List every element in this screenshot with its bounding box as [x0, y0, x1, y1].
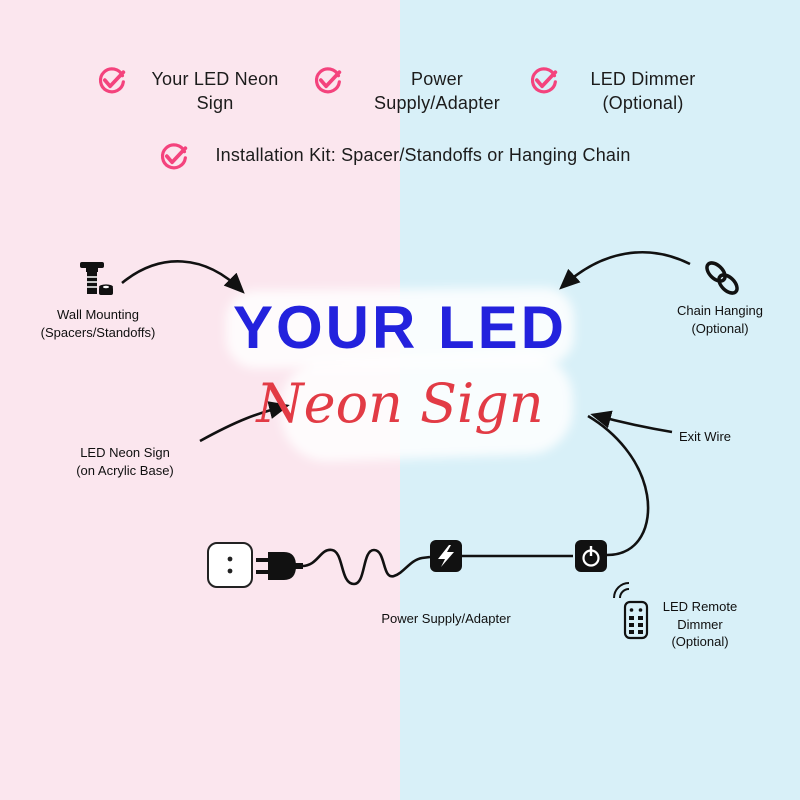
check-icon: [160, 143, 188, 170]
led-neon-sign-label: LED Neon Sign (on Acrylic Base): [76, 445, 174, 478]
checklist-label: LED Dimmer (Optional): [590, 69, 696, 113]
checklist-label: Installation Kit: Spacer/Standoffs or Ha…: [215, 145, 631, 165]
checklist-item-neon-sign: Your LED Neon Sign: [96, 67, 294, 116]
checklist-label: Power Supply/Adapter: [374, 69, 500, 113]
wall-mounting-label: Wall Mounting (Spacers/Standoffs): [40, 307, 156, 340]
sign-subtitle: Neon Sign: [256, 372, 544, 435]
checklist-item-dimmer: LED Dimmer (Optional): [528, 67, 718, 116]
exit-wire-label: Exit Wire: [679, 429, 731, 444]
sign-title: YOUR LED: [232, 294, 568, 361]
checklist-label: Your LED Neon Sign: [151, 69, 279, 113]
check-icon: [314, 67, 342, 94]
checklist-item-power-supply: Power Supply/Adapter: [312, 67, 522, 116]
led-remote-label: LED Remote Dimmer (Optional): [662, 599, 738, 650]
check-icon: [98, 67, 126, 94]
checklist-item-installation-kit: Installation Kit: Spacer/Standoffs or Ha…: [158, 143, 648, 172]
chain-hanging-label: Chain Hanging (Optional): [676, 303, 763, 336]
power-supply-label: Power Supply/Adapter: [381, 611, 511, 626]
check-icon: [530, 67, 558, 94]
